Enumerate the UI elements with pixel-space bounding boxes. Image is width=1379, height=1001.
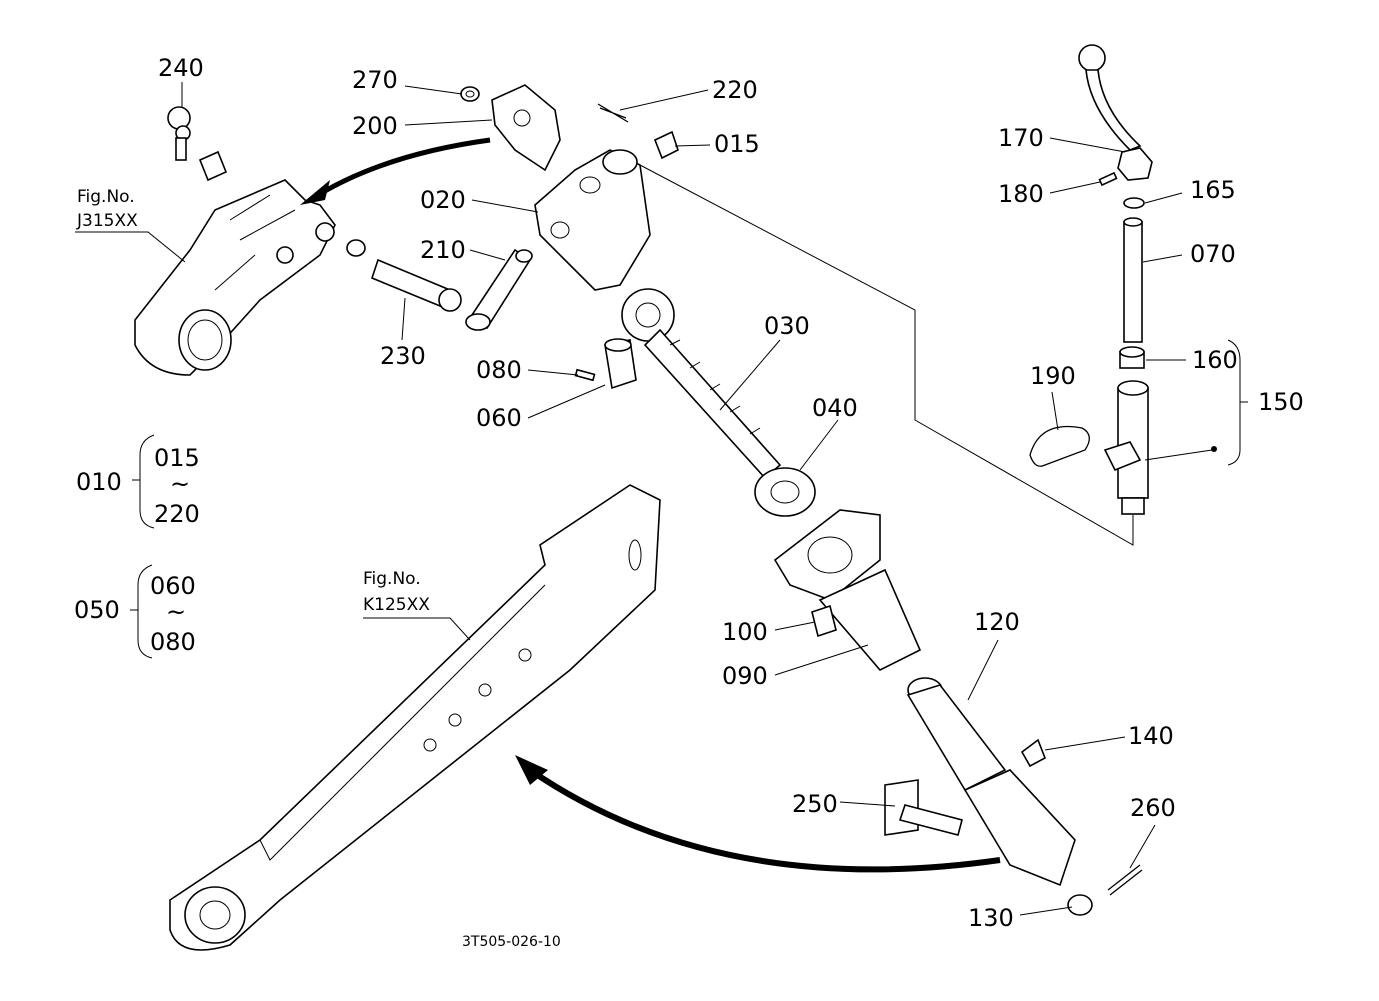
label-210: 210	[420, 236, 466, 264]
pin-180	[1098, 171, 1118, 187]
label-120: 120	[974, 608, 1020, 636]
label-240: 240	[158, 54, 204, 82]
group-to-220: 220	[154, 500, 200, 528]
housing-090	[773, 509, 922, 671]
label-140: 140	[1128, 722, 1174, 750]
lever-170	[1078, 44, 1153, 181]
shaft-070	[1123, 217, 1143, 343]
sleeve-150	[1103, 380, 1149, 515]
fig-ref-line2: K125XX	[363, 595, 430, 615]
figure-ref-j315xx: Fig.No. J315XX	[76, 187, 138, 231]
fig-ref-line1: Fig.No.	[77, 187, 135, 207]
fig-ref-line1: Fig.No.	[363, 569, 421, 589]
label-270: 270	[352, 66, 398, 94]
bracket-200	[491, 84, 561, 172]
label-220: 220	[712, 76, 758, 104]
label-150: 150	[1258, 388, 1304, 416]
label-100: 100	[722, 618, 768, 646]
pin-240	[167, 106, 191, 161]
gear-030	[621, 288, 782, 480]
pin-250	[884, 779, 963, 836]
leader-lines	[75, 82, 1248, 916]
lift-arm	[134, 179, 336, 376]
label-165: 165	[1190, 176, 1236, 204]
grease-140	[1020, 738, 1047, 768]
group-from-060: 060	[150, 572, 196, 600]
part-labels: 240 270 200 220 015 020 210 230 080 060 …	[158, 54, 1304, 932]
label-060: 060	[476, 404, 522, 432]
pin-230	[346, 239, 462, 312]
grease-100	[811, 604, 837, 638]
group-010: 010 015 ~ 220	[76, 444, 200, 528]
arrow-upper	[300, 137, 491, 205]
knob-060	[604, 338, 637, 390]
label-180: 180	[998, 180, 1044, 208]
label-260: 260	[1130, 794, 1176, 822]
group-id-050: 050	[74, 596, 120, 624]
bush-160	[1119, 346, 1145, 369]
label-190: 190	[1030, 362, 1076, 390]
spring-190	[1029, 425, 1090, 467]
label-070: 070	[1190, 240, 1236, 268]
label-020: 020	[420, 186, 466, 214]
nut-130	[1067, 894, 1093, 916]
label-230: 230	[380, 342, 426, 370]
cotter-220	[597, 103, 629, 123]
assembly-lines	[639, 164, 1217, 546]
label-040: 040	[812, 394, 858, 422]
label-160: 160	[1192, 346, 1238, 374]
figure-ref-k125xx: Fig.No. K125XX	[363, 569, 430, 615]
ring-165	[1123, 197, 1145, 209]
label-015: 015	[714, 130, 760, 158]
pin-080	[574, 368, 596, 382]
label-080: 080	[476, 356, 522, 384]
bearing-040	[754, 467, 816, 517]
lower-link	[169, 484, 661, 951]
group-tilde: ~	[166, 598, 186, 626]
group-id-010: 010	[76, 468, 122, 496]
clip-260	[1107, 864, 1143, 896]
diagram-code: 3T505-026-10	[462, 934, 561, 950]
group-to-080: 080	[150, 628, 196, 656]
group-from-015: 015	[154, 444, 200, 472]
label-090: 090	[722, 662, 768, 690]
yoke-020	[534, 149, 651, 291]
pin-210	[465, 248, 533, 331]
bush-240	[198, 150, 228, 182]
label-250: 250	[792, 790, 838, 818]
group-050: 050 060 ~ 080	[74, 572, 196, 656]
fig-ref-line2: J315XX	[76, 211, 138, 231]
label-170: 170	[998, 124, 1044, 152]
label-130: 130	[968, 904, 1014, 932]
arrow-lower	[515, 755, 1001, 873]
grease-015	[653, 130, 679, 160]
label-030: 030	[764, 312, 810, 340]
rod-120	[906, 677, 1076, 887]
group-tilde: ~	[170, 470, 190, 498]
washer-270	[460, 86, 480, 102]
label-200: 200	[352, 112, 398, 140]
